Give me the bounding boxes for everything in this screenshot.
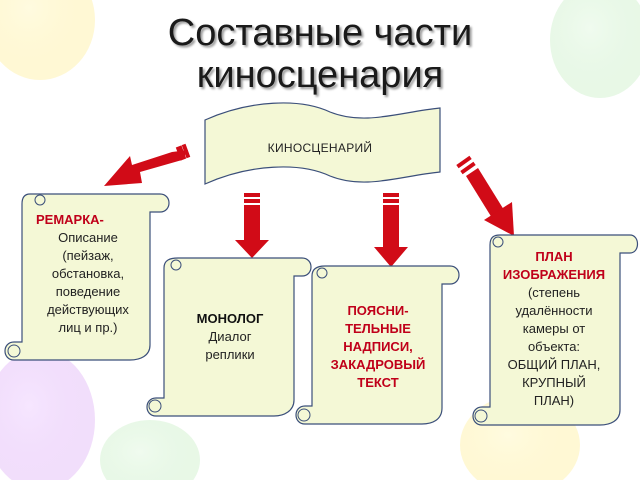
monolog-line: Диалог [208, 329, 252, 344]
remarka-line: Описание [58, 230, 118, 245]
remarka-heading: РЕМАРКА- [36, 212, 104, 227]
arrow-left [104, 143, 191, 186]
scroll-remarka [4, 193, 170, 361]
plan-line: ПЛАН) [533, 393, 575, 408]
remarka-line: действующих [47, 302, 129, 317]
plan-text: ПЛАН ИЗОБРАЖЕНИЯ (степень удалённости ка… [486, 248, 622, 410]
title-line-1: Составные части [167, 12, 473, 54]
poyasni-line: ПОЯСНИ- [347, 303, 409, 318]
poyasni-line: ЗАКАДРОВЫЙ [330, 357, 426, 372]
arrow-center-right [374, 193, 408, 267]
page-title: Составные части киносценария [0, 12, 640, 96]
plan-line: КРУПНЫЙ [522, 375, 586, 390]
monolog-text: МОНОЛОГ Диалог реплики [170, 310, 290, 364]
poyasni-line: ТЕЛЬНЫЕ [345, 321, 411, 336]
poyasni-line: ТЕКСТ [357, 375, 399, 390]
arrow-right [456, 155, 514, 236]
remarka-line: (пейзаж, [62, 248, 114, 263]
plan-line: (степень [527, 285, 581, 300]
remarka-line: обстановка, [51, 266, 125, 281]
poyasni-line: НАДПИСИ, [343, 339, 413, 354]
plan-line: удалённости [515, 303, 593, 318]
monolog-line: реплики [205, 347, 255, 362]
arrow-center-left [235, 193, 269, 258]
plan-line: камеры от [522, 321, 586, 336]
remarka-line: поведение [55, 284, 121, 299]
scroll-monolog [146, 257, 312, 417]
monolog-heading: МОНОЛОГ [196, 311, 264, 326]
scroll-plan [472, 234, 639, 426]
plan-heading-2: ИЗОБРАЖЕНИЯ [502, 267, 606, 282]
banner-label: КИНОСЦЕНАРИЙ [267, 141, 373, 155]
banner-scroll [204, 102, 441, 185]
remarka-line: лиц и пр.) [58, 320, 118, 335]
scroll-poyasni [295, 265, 460, 425]
plan-heading-1: ПЛАН [535, 249, 573, 264]
remarka-text: РЕМАРКА- Описание (пейзаж, обстановка, п… [26, 211, 150, 337]
poyasni-text: ПОЯСНИ- ТЕЛЬНЫЕ НАДПИСИ, ЗАКАДРОВЫЙ ТЕКС… [314, 302, 442, 392]
plan-line: объекта: [527, 339, 581, 354]
title-line-2: киносценария [196, 54, 444, 96]
plan-line: ОБЩИЙ ПЛАН, [507, 357, 601, 372]
